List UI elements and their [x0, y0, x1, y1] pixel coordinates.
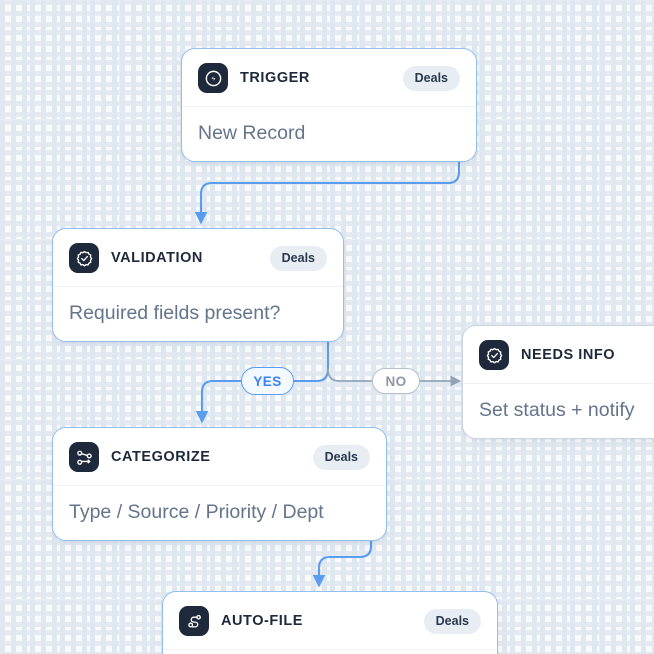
verified-check-badge-icon — [69, 243, 99, 273]
node-trigger-title: TRIGGER — [240, 70, 310, 86]
node-trigger-body: New Record — [198, 122, 306, 144]
branch-split-icon — [69, 442, 99, 472]
node-auto-file-badge[interactable]: Deals — [423, 608, 481, 634]
node-validation-badge[interactable]: Deals — [269, 245, 327, 271]
route-path-icon — [179, 606, 209, 636]
node-categorize-header: CATEGORIZE Deals — [53, 428, 386, 486]
node-validation-body: Required fields present? — [69, 302, 281, 324]
node-needs-info[interactable]: NEEDS INFO Set status + notify — [462, 325, 654, 439]
node-categorize-badge[interactable]: Deals — [312, 444, 370, 470]
lightning-bolt-icon — [198, 63, 228, 93]
node-auto-file-header: AUTO-FILE Deals — [163, 592, 497, 650]
branch-label-no[interactable]: NO — [372, 368, 420, 394]
node-categorize-body: Type / Source / Priority / Dept — [69, 501, 324, 523]
node-validation-header: VALIDATION Deals — [53, 229, 343, 287]
node-validation[interactable]: VALIDATION Deals Required fields present… — [52, 228, 344, 342]
node-validation-title: VALIDATION — [111, 250, 203, 266]
node-trigger-header: TRIGGER Deals — [182, 49, 476, 107]
node-needs-info-title: NEEDS INFO — [521, 347, 616, 363]
node-needs-info-header: NEEDS INFO — [463, 326, 654, 384]
node-auto-file-title: AUTO-FILE — [221, 613, 304, 629]
node-trigger-badge[interactable]: Deals — [402, 65, 460, 91]
node-auto-file[interactable]: AUTO-FILE Deals — [162, 591, 498, 654]
node-categorize-title: CATEGORIZE — [111, 449, 211, 465]
node-trigger[interactable]: TRIGGER Deals New Record — [181, 48, 477, 162]
node-auto-file-body — [163, 650, 497, 654]
verified-check-badge-icon — [479, 340, 509, 370]
node-categorize[interactable]: CATEGORIZE Deals Type / Source / Priorit… — [52, 427, 387, 541]
node-needs-info-body: Set status + notify — [479, 399, 635, 421]
branch-label-yes[interactable]: YES — [241, 367, 294, 395]
